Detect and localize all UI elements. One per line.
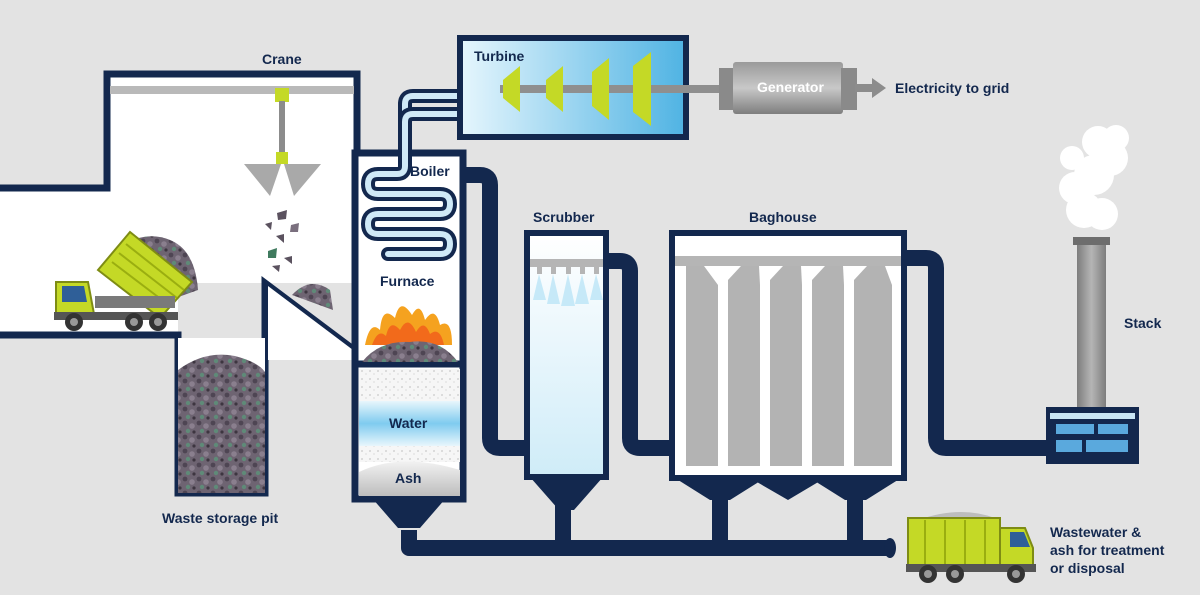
scrubber-tower [524,230,609,510]
output-label-line2: ash for treatment [1050,542,1165,558]
flue-gas-pipes [401,167,1046,556]
electricity-label: Electricity to grid [895,80,1010,96]
drain-outlet [884,538,896,558]
water-label: Water [389,415,428,431]
output-label-line3: or disposal [1050,560,1125,576]
smoke-cloud-icon [1059,125,1129,230]
output-label-line1: Wastewater & [1050,524,1142,540]
arrow-right-icon [872,78,886,98]
stack-chimney [1046,125,1139,464]
boiler-coil-tubes [360,89,460,261]
crane-label: Crane [262,51,302,67]
crane-grabber-icon [110,86,354,196]
baghouse-label: Baghouse [749,209,817,225]
generator-label: Generator [757,79,824,95]
waste-pile-chute [292,284,333,310]
baghouse-filter [669,230,907,500]
scrubber-label: Scrubber [533,209,595,225]
generator-unit [719,62,886,114]
ash-label: Ash [395,470,422,486]
waste-storage-pit-label: Waste storage pit [162,510,279,526]
furnace-flame-icon [362,306,458,362]
furnace-label: Furnace [380,273,435,289]
waste-pile-pit [178,354,265,493]
turbine-label: Turbine [474,48,525,64]
boiler-label: Boiler [410,163,450,179]
dump-truck-icon [54,230,198,331]
falling-waste-debris [265,210,299,272]
steam-turbine [457,35,732,140]
collection-truck-icon [906,511,1036,583]
stack-label: Stack [1124,315,1162,331]
